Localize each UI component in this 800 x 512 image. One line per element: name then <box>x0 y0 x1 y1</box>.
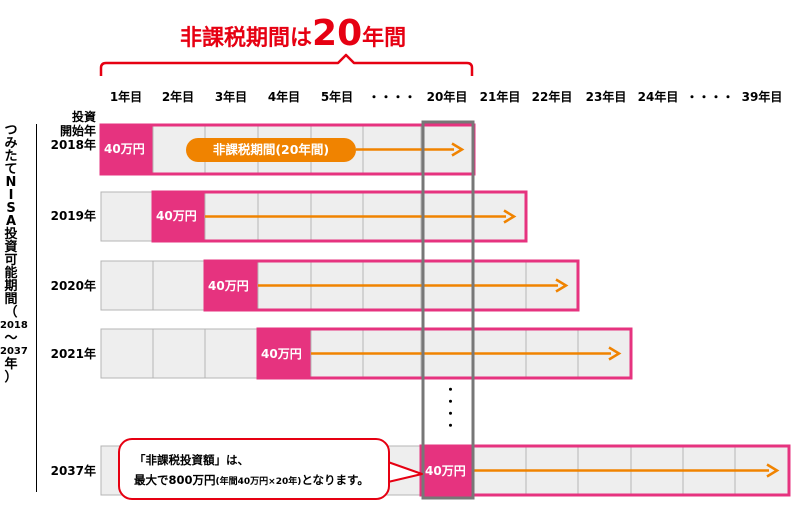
vertical-label-char: A <box>5 214 17 229</box>
row-period-outline <box>419 444 791 497</box>
vertical-label-char: 2037 <box>0 346 28 357</box>
vertical-label-char: つ <box>4 123 18 138</box>
callout-line2: 最大で800万円(年間40万円×20年)となります。 <box>134 470 374 492</box>
grid-cell <box>152 328 206 379</box>
year-20-frame <box>421 120 475 500</box>
row-label-2019: 2019年 <box>50 209 96 223</box>
title-number: 20 <box>312 13 363 54</box>
row-arrow-head <box>503 209 517 224</box>
vertical-label-char: N <box>5 175 17 190</box>
vertical-label-char: ） <box>4 370 18 385</box>
amount-label: 40万円 <box>425 464 466 478</box>
row-label-2037: 2037年 <box>50 464 96 478</box>
vertical-label-char: （ <box>4 305 18 320</box>
grid-cell <box>100 260 154 311</box>
column-label: 5年目 <box>320 90 354 104</box>
vertical-dots: ・・・・ <box>443 383 457 431</box>
vertical-label-char: 期 <box>4 279 18 294</box>
grid-cell <box>152 260 206 311</box>
vertical-label-char: 年 <box>4 357 18 372</box>
row-arrow-head <box>555 278 569 293</box>
grid-cell <box>204 260 259 311</box>
row-label-line: 開始年 <box>59 124 96 138</box>
grid-cell <box>204 328 259 379</box>
vertical-label-char: み <box>4 136 18 151</box>
dots-background <box>425 380 471 442</box>
column-label: 3年目 <box>214 90 248 104</box>
column-label: 21年目 <box>479 90 521 104</box>
tax-free-period-pill: 非課税期間(20年間) <box>186 138 356 162</box>
amount-label: 40万円 <box>156 209 197 223</box>
grid-cell <box>100 328 154 379</box>
title-suffix: 年間 <box>362 26 407 51</box>
column-label: 1年目 <box>109 90 143 104</box>
row-arrow-head <box>608 346 622 361</box>
row-label-line: 2018年 <box>50 138 96 152</box>
callout-line1: 「非課税投資額」は、 <box>134 453 249 467</box>
column-label: 20年目 <box>426 90 468 104</box>
row-label-2021: 2021年 <box>50 347 96 361</box>
vertical-label-char: I <box>8 188 14 203</box>
vertical-label-char: 間 <box>4 292 18 307</box>
row-label-line: 投資 <box>71 110 96 124</box>
row-arrow-head <box>766 463 780 478</box>
row-label-2018: 投資 開始年 2018年 <box>44 110 96 152</box>
column-label: 39年目 <box>741 90 783 104</box>
column-label: 2年目 <box>161 90 195 104</box>
vertical-label-char: 2018 <box>0 320 28 331</box>
vertical-label-char: 〜 <box>4 331 18 346</box>
row-label-2020: 2020年 <box>50 279 96 293</box>
column-label: 22年目 <box>531 90 573 104</box>
title-brace <box>99 53 474 76</box>
vertical-label-char: て <box>4 162 18 177</box>
grid-cell <box>100 191 154 242</box>
amount-label: 40万円 <box>208 279 249 293</box>
vertical-label-char: S <box>6 201 16 216</box>
vertical-label-char: 資 <box>4 240 18 255</box>
column-label: 23年目 <box>585 90 627 104</box>
column-label: ・・・・ <box>685 90 734 104</box>
vertical-label-char: 可 <box>4 253 18 268</box>
row-period-outline <box>256 327 633 380</box>
callout-main: 最大で800万円 <box>134 473 216 487</box>
vertical-label-char: た <box>4 149 18 164</box>
row-period-outline <box>151 190 528 243</box>
callout-small: (年間40万円×20年) <box>215 477 302 487</box>
row-arrow-head <box>451 142 465 157</box>
callout-box: 「非課税投資額」は、 最大で800万円(年間40万円×20年)となります。 <box>118 438 390 500</box>
amount-label: 40万円 <box>104 142 145 156</box>
title-prefix: 非課税期間は <box>180 26 313 51</box>
vertical-label-char: 能 <box>4 266 18 281</box>
column-label: 4年目 <box>267 90 301 104</box>
left-bracket <box>28 124 37 492</box>
vertical-label-char: 投 <box>4 227 18 242</box>
callout-end: となります。 <box>301 473 369 487</box>
column-label: ・・・・ <box>367 90 416 104</box>
amount-label: 40万円 <box>261 347 302 361</box>
row-period-outline <box>203 259 580 312</box>
column-label: 24年目 <box>637 90 679 104</box>
